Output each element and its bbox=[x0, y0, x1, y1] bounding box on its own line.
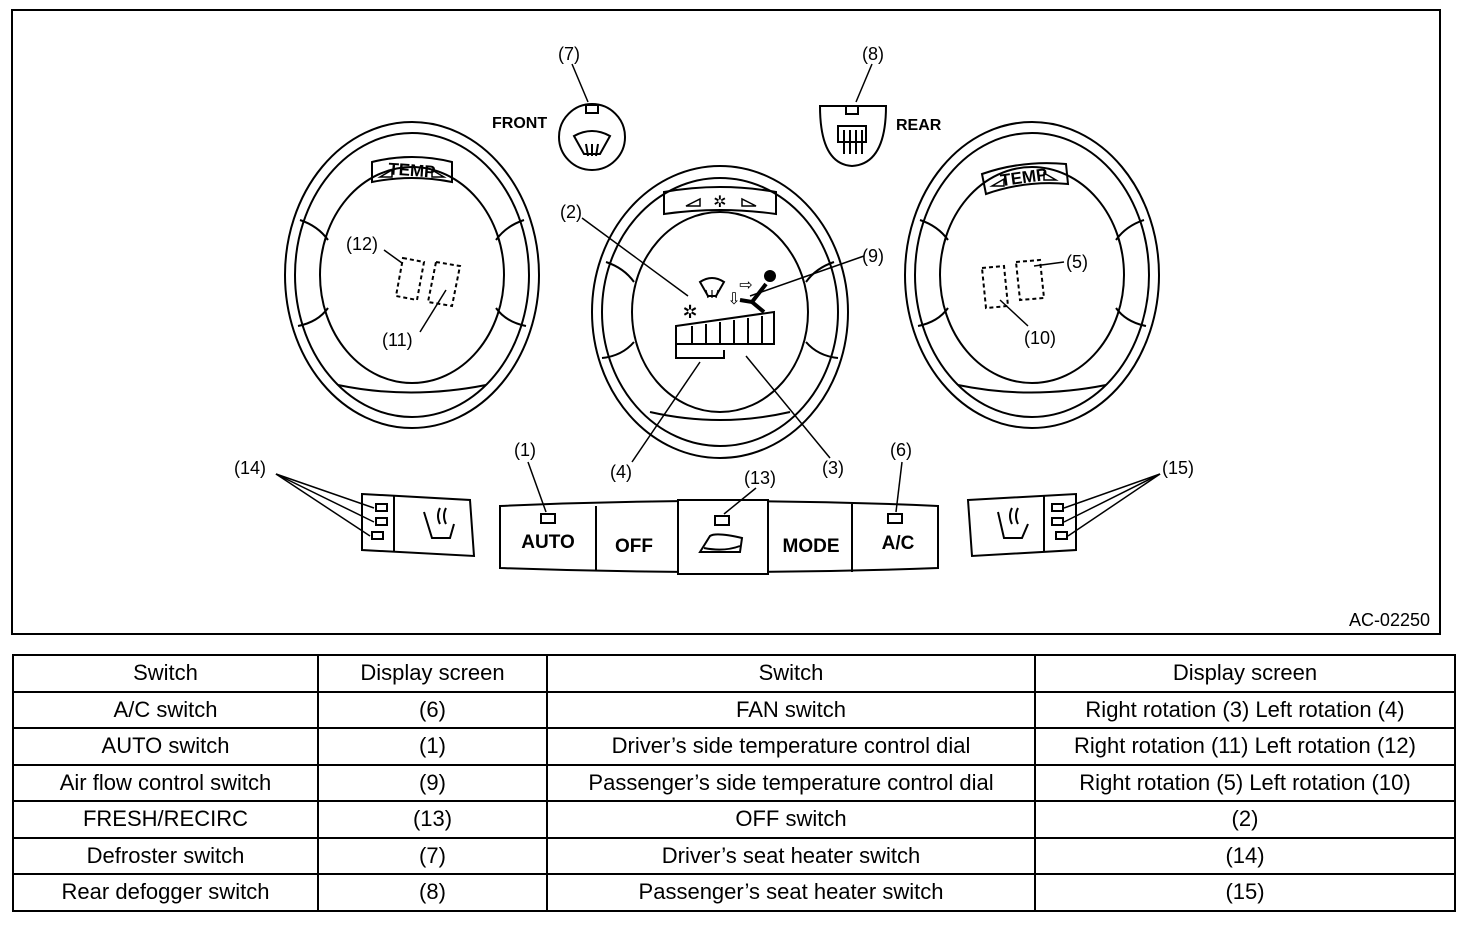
table-cell: Driver’s seat heater switch bbox=[546, 836, 1036, 875]
table-row: Defroster switch (7) Driver’s seat heate… bbox=[12, 836, 1456, 875]
arrow-right-icon: ⇨ bbox=[739, 275, 752, 294]
driver-temp-dial[interactable]: TEMP bbox=[284, 121, 540, 429]
callout-12: (12) bbox=[346, 234, 378, 254]
callout-7: (7) bbox=[558, 44, 580, 64]
front-label: FRONT bbox=[492, 115, 547, 132]
callout-2: (2) bbox=[560, 202, 582, 222]
callout-1: (1) bbox=[514, 440, 536, 460]
table-cell: Right rotation (3) Left rotation (4) bbox=[1034, 690, 1456, 729]
table-cell: (9) bbox=[317, 763, 548, 802]
table-cell: Defroster switch bbox=[12, 836, 319, 875]
table-row: A/C switch (6) FAN switch Right rotation… bbox=[12, 690, 1456, 729]
table-row: Rear defogger switch (8) Passenger’s sea… bbox=[12, 873, 1456, 912]
passenger-seat-heater-button[interactable] bbox=[966, 492, 1077, 558]
mode-button-label: MODE bbox=[783, 536, 840, 557]
rear-label: REAR bbox=[896, 117, 942, 134]
diagram-frame bbox=[11, 9, 1441, 635]
figure-code: AC-02250 bbox=[1349, 610, 1430, 630]
table-cell: (2) bbox=[1034, 800, 1456, 839]
driver-seat-heater-button[interactable] bbox=[361, 492, 476, 558]
auto-button[interactable]: AUTO bbox=[521, 513, 575, 553]
table-cell: (13) bbox=[317, 800, 548, 839]
recirc-button[interactable] bbox=[677, 499, 769, 575]
ac-button-label: A/C bbox=[882, 533, 915, 554]
table-cell: Passenger’s seat heater switch bbox=[546, 873, 1036, 912]
off-button-label: OFF bbox=[615, 536, 653, 557]
callout-6: (6) bbox=[890, 440, 912, 460]
front-defroster-button[interactable] bbox=[558, 103, 626, 171]
passenger-temp-dial[interactable]: TEMP bbox=[904, 121, 1160, 429]
table-header-row: Switch Display screen Switch Display scr… bbox=[12, 654, 1456, 693]
callout-13: (13) bbox=[744, 468, 776, 488]
rear-defogger-button[interactable] bbox=[818, 105, 888, 168]
table-cell: Passenger’s side temperature control dia… bbox=[546, 763, 1036, 802]
table-row: AUTO switch (1) Driver’s side temperatur… bbox=[12, 727, 1456, 766]
table-cell: (14) bbox=[1034, 836, 1456, 875]
fan-level-bar bbox=[675, 310, 775, 359]
callout-4: (4) bbox=[610, 462, 632, 482]
table-cell: Rear defogger switch bbox=[12, 873, 319, 912]
table-cell: FAN switch bbox=[546, 690, 1036, 729]
table-row: Air flow control switch (9) Passenger’s … bbox=[12, 763, 1456, 802]
seat-heater-icon bbox=[423, 507, 455, 539]
table-cell: AUTO switch bbox=[12, 727, 319, 766]
table-header: Switch bbox=[546, 654, 1036, 693]
person-airflow-icon bbox=[739, 270, 776, 314]
passenger-temp-label: TEMP bbox=[999, 165, 1048, 190]
table-cell: Driver’s side temperature control dial bbox=[546, 727, 1036, 766]
callout-15: (15) bbox=[1162, 458, 1194, 478]
driver-temp-label: TEMP bbox=[388, 159, 436, 181]
table-cell: (1) bbox=[317, 727, 548, 766]
callout-14: (14) bbox=[234, 458, 266, 478]
callout-5: (5) bbox=[1066, 252, 1088, 272]
table-cell: Right rotation (11) Left rotation (12) bbox=[1034, 727, 1456, 766]
table-row: FRESH/RECIRC (13) OFF switch (2) bbox=[12, 800, 1456, 839]
climate-control-diagram: TEMP (12) (11) ✲ ✲ ⇨ ⇩ bbox=[11, 9, 1441, 635]
callout-10: (10) bbox=[1024, 328, 1056, 348]
callout-11: (11) bbox=[382, 330, 413, 350]
switch-display-table: Switch Display screen Switch Display scr… bbox=[12, 654, 1456, 912]
defrost-indicator-icon bbox=[698, 277, 726, 299]
table-cell: A/C switch bbox=[12, 690, 319, 729]
off-button[interactable]: OFF bbox=[615, 536, 653, 557]
table-cell: (8) bbox=[317, 873, 548, 912]
ac-button[interactable]: A/C bbox=[882, 513, 915, 554]
table-cell: (7) bbox=[317, 836, 548, 875]
table-header: Display screen bbox=[317, 654, 548, 693]
fan-dial[interactable]: ✲ ✲ ⇨ ⇩ bbox=[581, 165, 865, 463]
table-cell: OFF switch bbox=[546, 800, 1036, 839]
table-cell: (15) bbox=[1034, 873, 1456, 912]
table-header: Display screen bbox=[1034, 654, 1456, 693]
callout-8: (8) bbox=[862, 44, 884, 64]
auto-button-label: AUTO bbox=[521, 532, 574, 553]
callout-9: (9) bbox=[862, 246, 884, 266]
mode-button[interactable]: MODE bbox=[783, 536, 840, 557]
arrow-down-icon: ⇩ bbox=[727, 289, 740, 308]
seat-heater-icon bbox=[997, 507, 1029, 539]
table-header: Switch bbox=[12, 654, 319, 693]
fan-badge-icon: ✲ bbox=[713, 192, 726, 211]
table-cell: Right rotation (5) Left rotation (10) bbox=[1034, 763, 1456, 802]
recirc-icon bbox=[698, 533, 744, 553]
fan-indicator-icon: ✲ bbox=[682, 302, 697, 323]
callout-3: (3) bbox=[822, 458, 844, 478]
table-cell: (6) bbox=[317, 690, 548, 729]
table-cell: FRESH/RECIRC bbox=[12, 800, 319, 839]
table-cell: Air flow control switch bbox=[12, 763, 319, 802]
